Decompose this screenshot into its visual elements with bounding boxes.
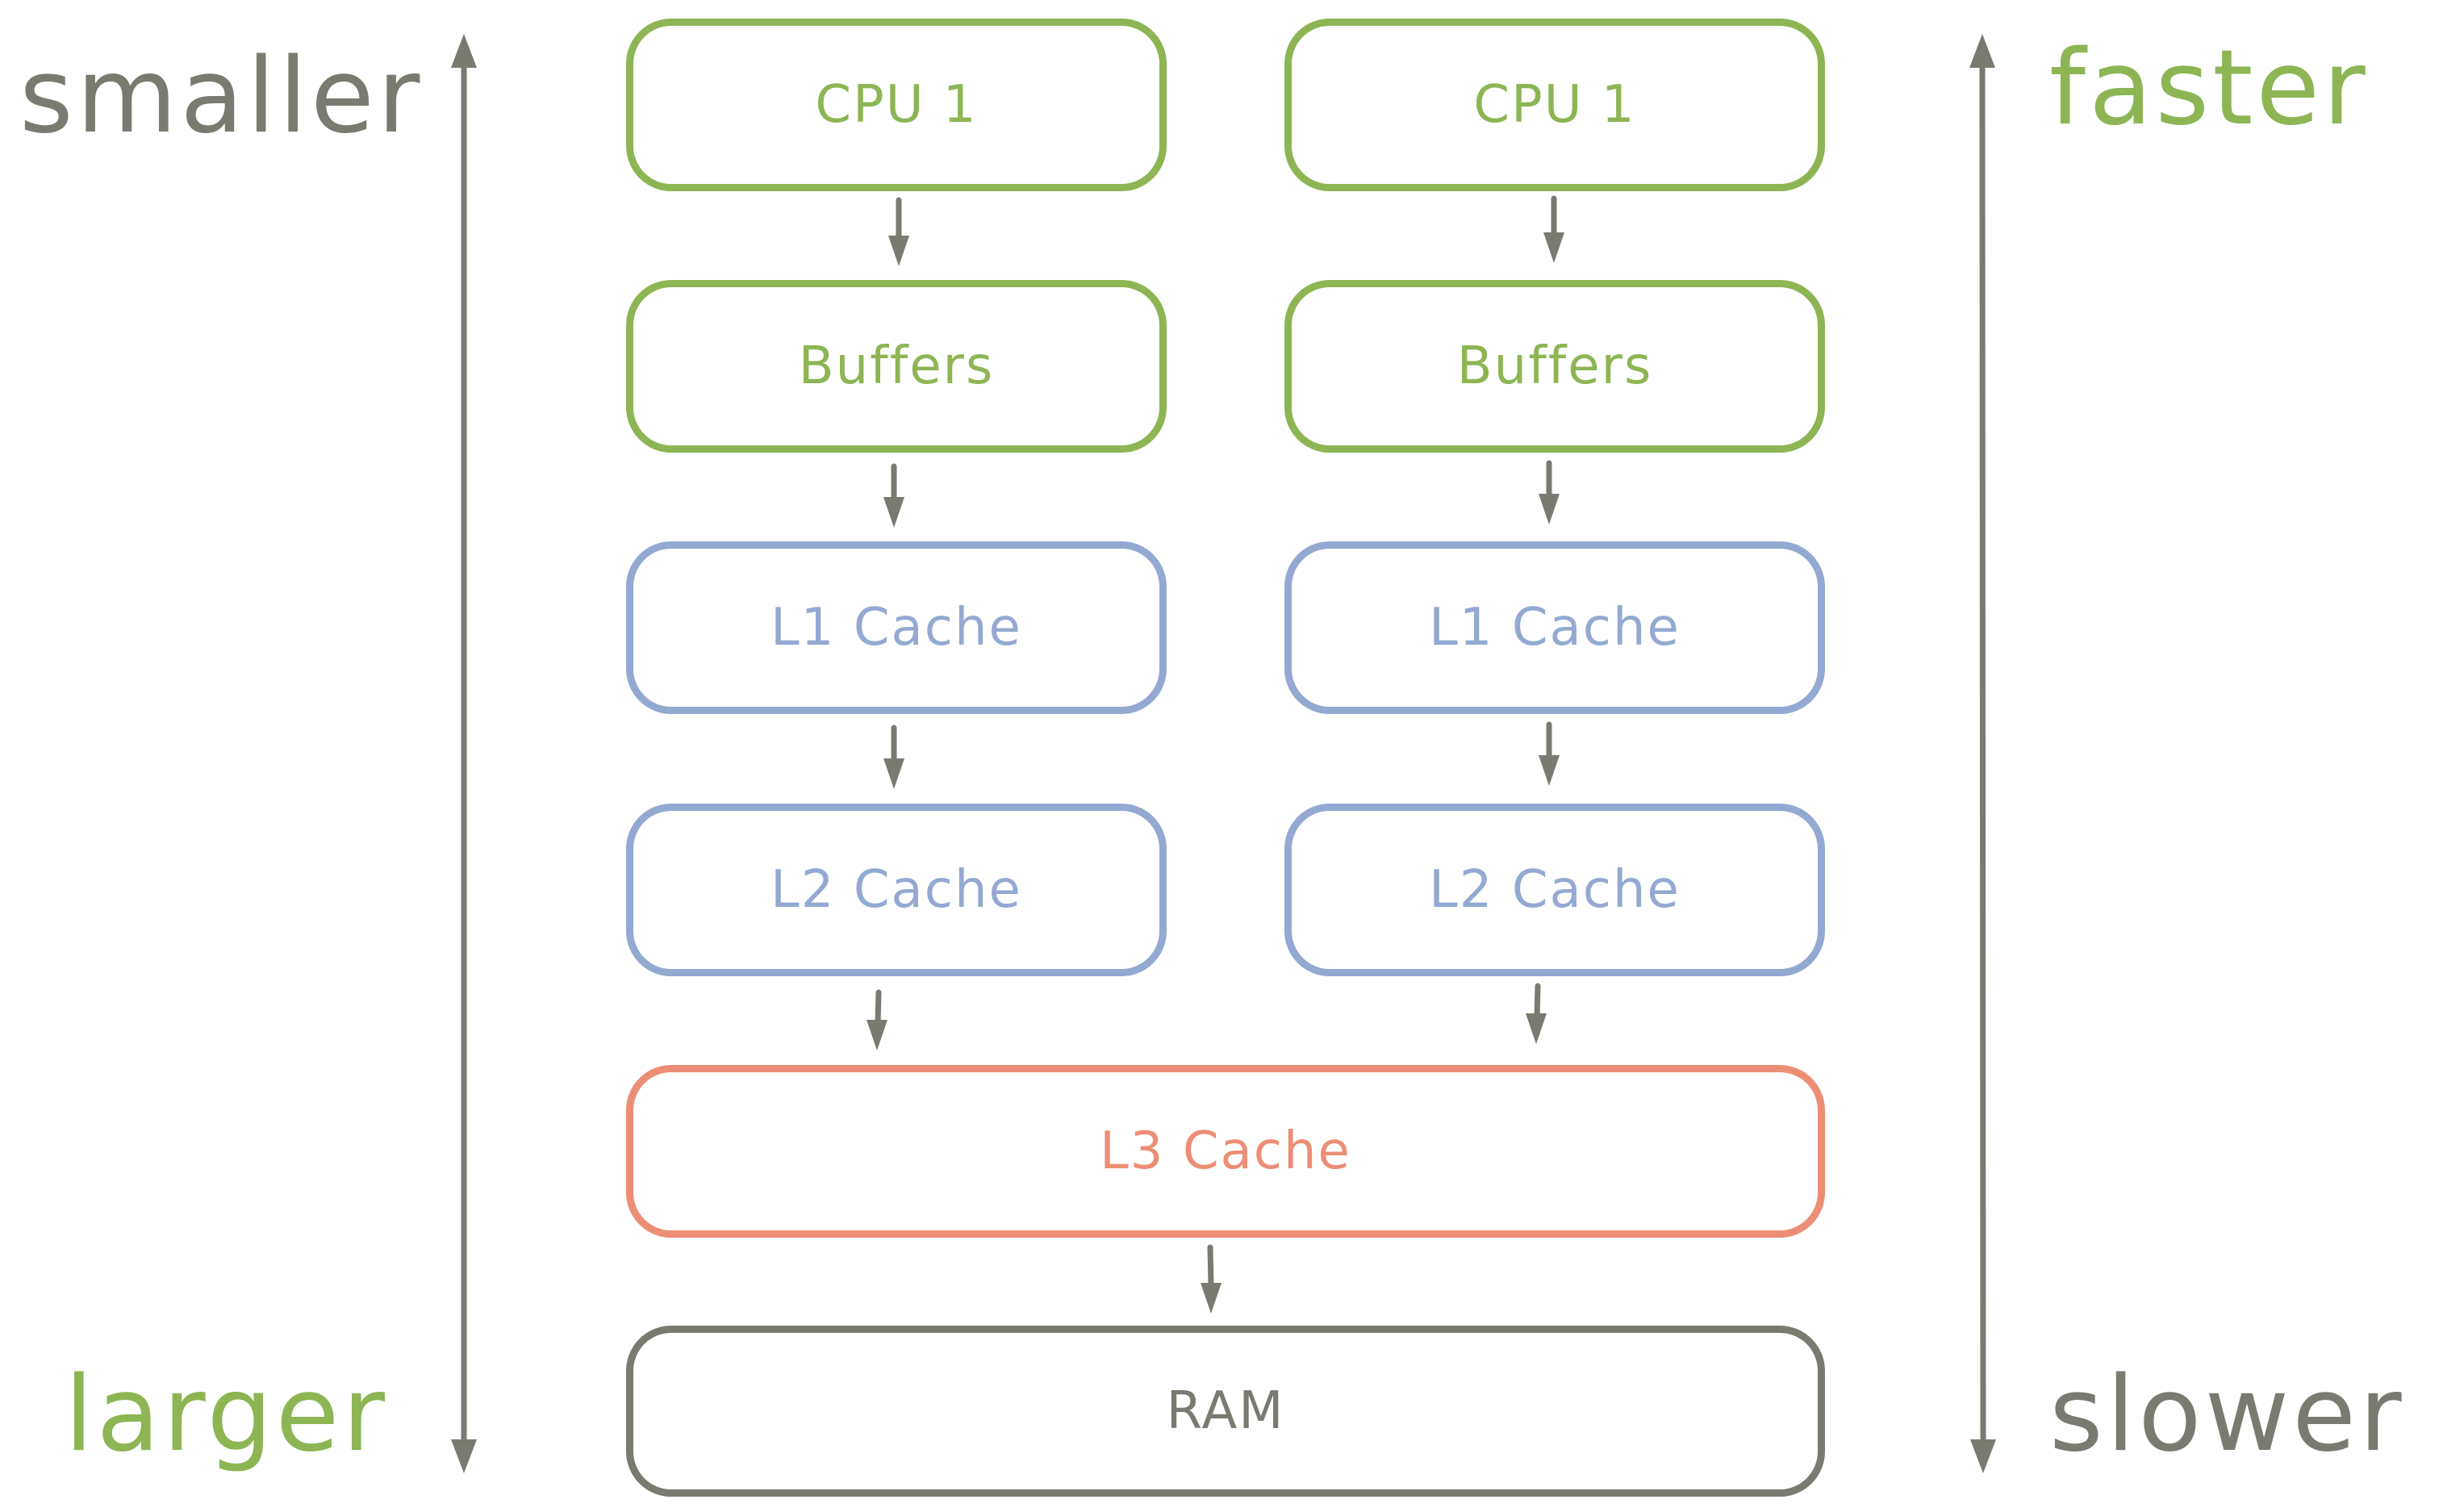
cpu-label: CPU 1 [1473,75,1636,135]
ram-box: RAM [626,1326,1825,1497]
l2-cache-label: L2 Cache [770,860,1022,920]
flow-arrow-buffers-l1-left [883,463,904,528]
l2-cache-label: L2 Cache [1429,860,1681,920]
speed-axis-arrow [1969,34,1996,1473]
flow-arrow-l1-l2-left [883,725,904,789]
l3-cache-label: L3 Cache [1100,1121,1351,1181]
flow-arrow-cpu-buffers-left [888,197,909,266]
cpu-label: CPU 1 [815,75,978,135]
l1-cache-label: L1 Cache [770,598,1022,658]
l3-cache-box: L3 Cache [626,1065,1825,1238]
flow-arrow-l2-l3-left [867,989,887,1050]
arrow-head-up-icon [451,34,477,68]
label-larger: larger [65,1355,388,1475]
size-axis-arrow [451,34,477,1473]
arrow-head-down-icon [1970,1439,1996,1473]
buffers-box-left: Buffers [626,280,1167,453]
label-faster: faster [2049,28,2369,148]
arrow-head-down-icon [451,1439,477,1473]
flow-arrow-buffers-l1-right [1539,460,1560,524]
flow-arrow-cpu-buffers-right [1543,195,1564,263]
label-slower: slower [2049,1355,2405,1475]
l1-cache-box-left: L1 Cache [626,541,1167,714]
cpu-box-right: CPU 1 [1284,19,1825,191]
flow-arrow-l3-ram [1201,1244,1222,1314]
buffers-box-right: Buffers [1284,280,1825,453]
l1-cache-label: L1 Cache [1429,598,1681,658]
ram-label: RAM [1166,1381,1285,1441]
buffers-label: Buffers [798,336,995,396]
flow-arrow-l1-l2-right [1539,721,1560,786]
label-smaller: smaller [19,36,424,157]
l1-cache-box-right: L1 Cache [1284,541,1825,714]
arrow-head-up-icon [1969,34,1995,68]
l2-cache-box-left: L2 Cache [626,804,1167,976]
cpu-box-left: CPU 1 [626,19,1167,191]
buffers-label: Buffers [1456,336,1653,396]
l2-cache-box-right: L2 Cache [1284,804,1825,976]
flow-arrow-l2-l3-right [1526,983,1547,1044]
